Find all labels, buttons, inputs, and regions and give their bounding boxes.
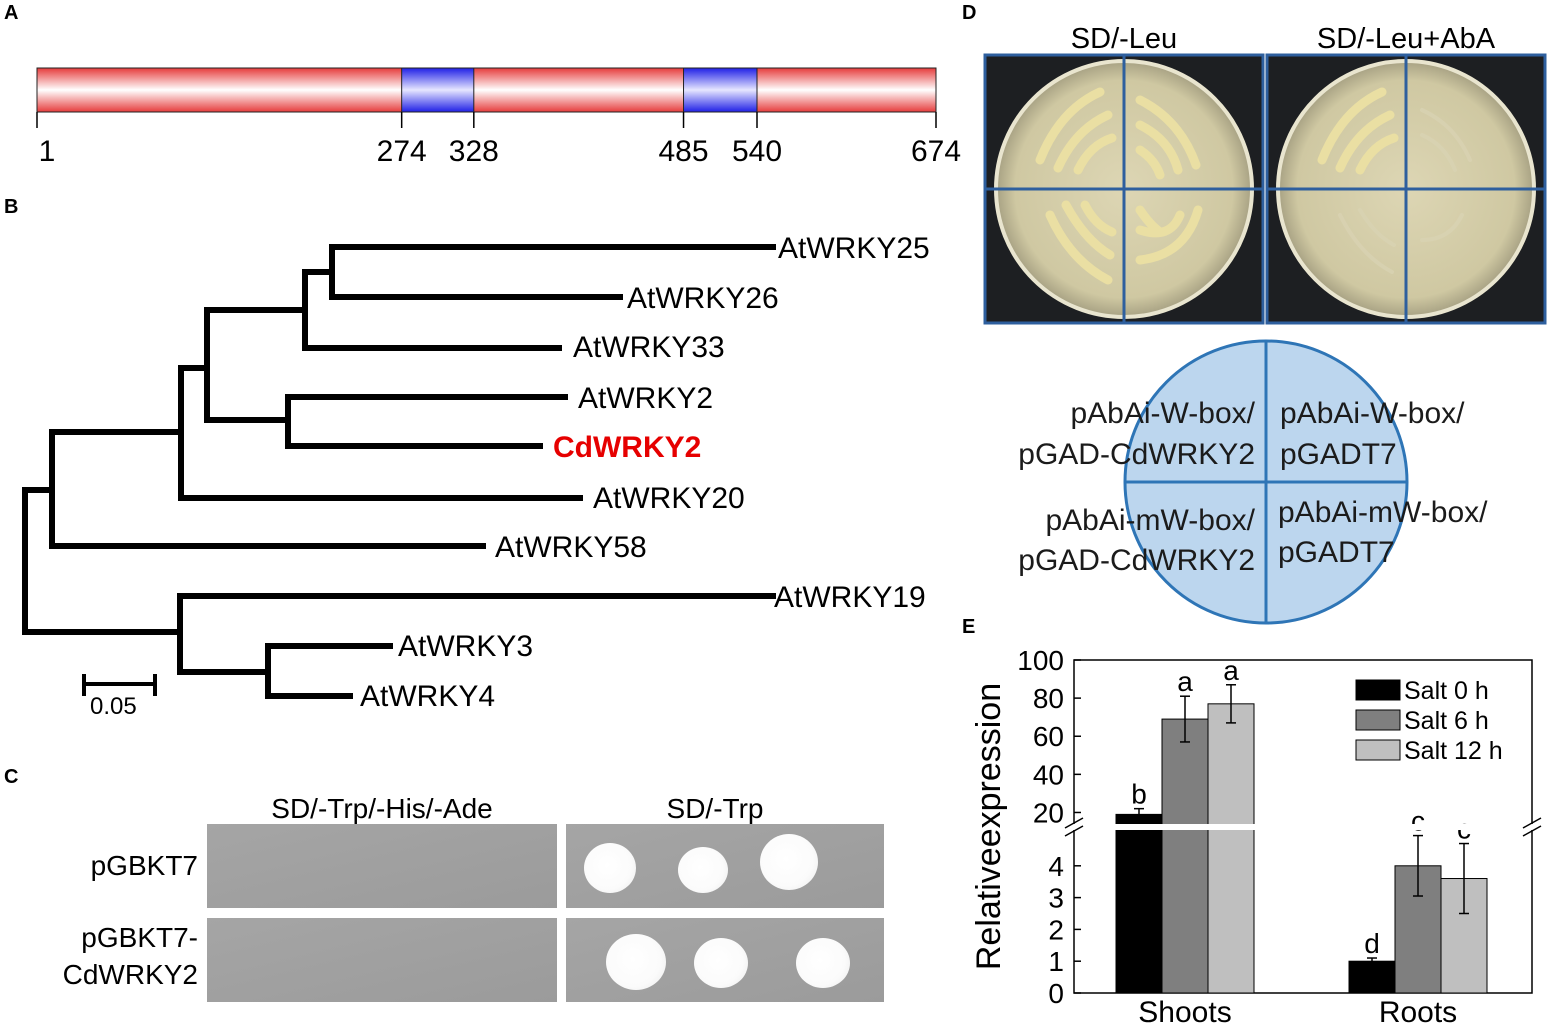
axis-break-mark	[1522, 817, 1542, 829]
colony-r2-2	[694, 938, 748, 988]
quad-br-line1: pAbAi-mW-box/	[1278, 496, 1488, 529]
y-tick-label: 20	[1033, 797, 1064, 828]
bar-shoots-0	[1115, 813, 1163, 994]
panel-label-d: D	[962, 2, 977, 24]
leaf-atwrky26: AtWRKY26	[627, 282, 779, 315]
yeast-streaks-1	[1035, 87, 1203, 285]
category-label-shoots: Shoots	[1138, 996, 1231, 1027]
legend-swatch	[1355, 709, 1401, 731]
y2h-header-sd-trp-his-ade: SD/-Trp/-His/-Ade	[271, 793, 492, 824]
colony-r1-2	[678, 847, 728, 893]
category-label-roots: Roots	[1379, 996, 1457, 1027]
panel-label-a: A	[4, 2, 19, 24]
domain-tick-label: 1	[39, 135, 56, 168]
y-tick-label: 3	[1048, 883, 1064, 914]
y2h-row-pgbkt7: pGBKT7	[91, 850, 198, 881]
y2h-header-sd-trp: SD/-Trp	[667, 793, 764, 824]
domain-bars	[36, 67, 937, 113]
leaf-atwrky19: AtWRKY19	[774, 581, 926, 614]
panel-label-e: E	[962, 616, 976, 638]
significance-letter: a	[1177, 666, 1193, 697]
y2h-row-pgbkt7-cdwrky2-line2: CdWRKY2	[63, 959, 198, 990]
bar-roots-0	[1348, 960, 1396, 994]
domain-tick-label: 540	[732, 135, 782, 168]
plate-header-sd-leu-aba: SD/-Leu+AbA	[1317, 23, 1496, 55]
quad-tl-line2: pGAD-CdWRKY2	[1018, 438, 1255, 471]
leaf-atwrky33: AtWRKY33	[573, 331, 725, 364]
colony-r1-3	[760, 834, 818, 890]
domain-tick-label: 485	[659, 135, 709, 168]
tree-scale-label: 0.05	[90, 693, 137, 720]
quad-tr-line2: pGADT7	[1280, 438, 1397, 471]
protein-body	[36, 67, 937, 113]
quad-tl-line1: pAbAi-W-box/	[1070, 397, 1255, 430]
significance-letter: d	[1364, 928, 1380, 959]
domain-ticks: 1 274 328 485 540 674	[36, 112, 961, 168]
legend-swatch	[1355, 739, 1401, 761]
quad-bl-line1: pAbAi-mW-box/	[1045, 504, 1255, 537]
leaf-atwrky2: AtWRKY2	[578, 382, 713, 415]
y-tick-label: 0	[1048, 978, 1064, 1009]
y-tick-label: 60	[1033, 721, 1064, 752]
legend-label: Salt 0 h	[1404, 677, 1489, 705]
legend-label: Salt 12 h	[1404, 737, 1503, 765]
domain-tick-label: 274	[377, 135, 427, 168]
leaf-atwrky4: AtWRKY4	[360, 680, 495, 713]
plate-strip-r2-c1	[207, 918, 557, 1002]
significance-letter: c	[1411, 806, 1425, 837]
bar-shoots-1	[1161, 718, 1209, 994]
leaf-cdwrky2: CdWRKY2	[553, 431, 701, 464]
y1h-plates: SD/-Leu SD/-Leu+AbA pAbAi-W-box/ pGAD-Cd…	[983, 23, 1547, 625]
y2h-row-pgbkt7-cdwrky2-line1: pGBKT7-	[81, 922, 198, 953]
bar-shoots-2	[1207, 703, 1255, 994]
y-tick-label: 4	[1048, 851, 1064, 882]
axis-break-mark	[1064, 825, 1084, 837]
plate-header-sd-leu: SD/-Leu	[1071, 23, 1177, 55]
domain-tick-label: 328	[449, 135, 499, 168]
quad-bl-line2: pGAD-CdWRKY2	[1018, 544, 1255, 577]
leaf-atwrky3: AtWRKY3	[398, 630, 533, 663]
y-axis-label: Relativeexpression	[970, 683, 1008, 970]
colony-r1-1	[584, 843, 636, 893]
leaf-atwrky25: AtWRKY25	[778, 232, 930, 265]
significance-letter: a	[1223, 655, 1239, 686]
wrky-domain-2	[683, 67, 758, 113]
significance-letter: b	[1131, 779, 1147, 810]
panel-label-c: C	[4, 766, 19, 788]
leaf-atwrky58: AtWRKY58	[495, 531, 647, 564]
tree-leaf-labels: AtWRKY25 AtWRKY26 AtWRKY33 AtWRKY2 CdWRK…	[90, 232, 930, 720]
wrky-domain-1	[401, 67, 475, 113]
yeast-streaks-2	[1317, 87, 1399, 175]
y-tick-label: 40	[1033, 759, 1064, 790]
y-tick-label: 100	[1017, 645, 1064, 676]
colony-r2-1	[606, 934, 666, 990]
plate-strip-r1-c1	[207, 824, 557, 908]
quad-tr-line1: pAbAi-W-box/	[1280, 397, 1465, 430]
legend-label: Salt 6 h	[1404, 707, 1489, 735]
quad-br-line2: pGADT7	[1278, 536, 1395, 569]
colony-r2-3	[796, 938, 850, 988]
domain-tick-label: 674	[911, 135, 961, 168]
y-tick-label: 2	[1048, 914, 1064, 945]
domain-map: 1 274 328 485 540 674	[36, 67, 961, 168]
y-tick-label: 1	[1048, 946, 1064, 977]
expression-bar-chart: baaShootsdccRoots0123420406080100Relativ…	[970, 645, 1546, 1027]
y-tick-label: 80	[1033, 683, 1064, 714]
axis-break-mark	[1064, 817, 1084, 829]
leaf-atwrky20: AtWRKY20	[593, 482, 745, 515]
axis-break-mark	[1522, 825, 1542, 837]
phylogenetic-tree	[22, 244, 776, 699]
axis-break-gap	[1060, 824, 1546, 830]
y2h-panel: SD/-Trp/-His/-Ade SD/-Trp pGBKT7 pGBKT7-…	[63, 793, 884, 1002]
legend-swatch	[1355, 679, 1401, 701]
panel-label-b: B	[4, 196, 19, 218]
